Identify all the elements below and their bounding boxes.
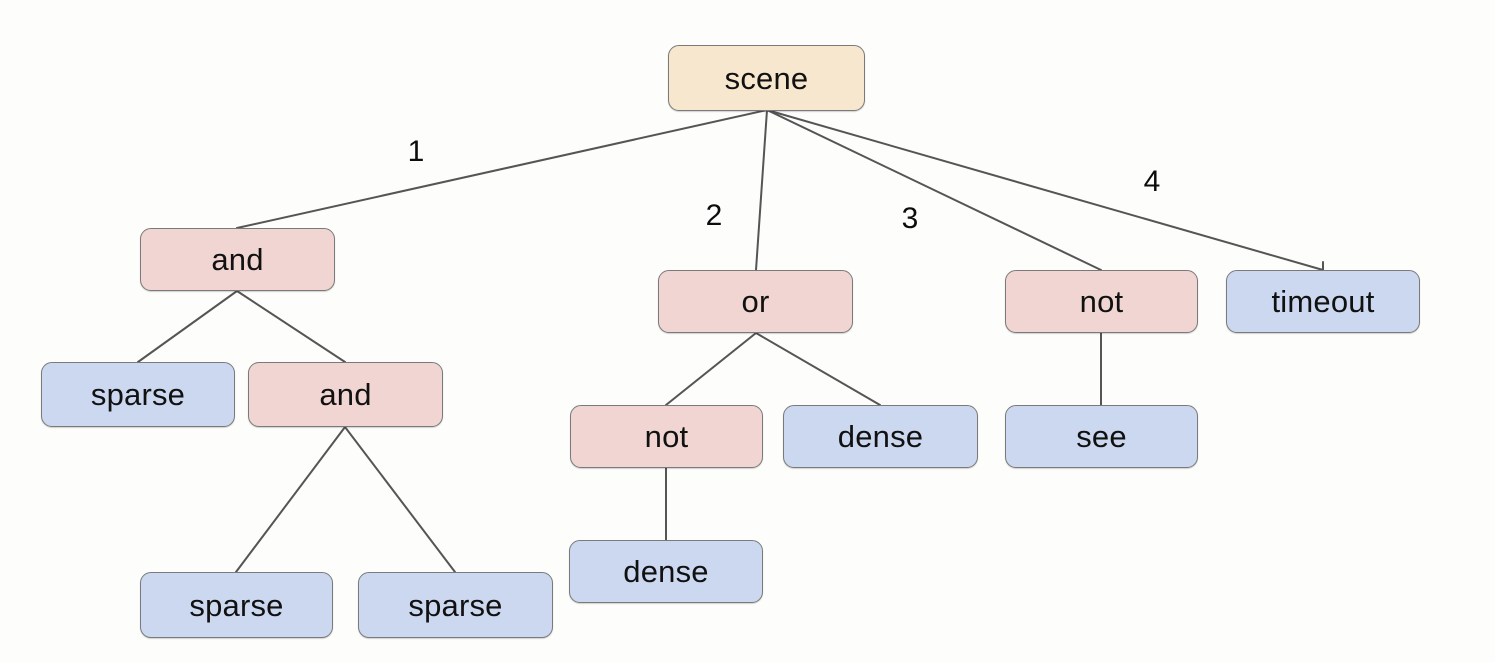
tree-node-not1[interactable]: not (1005, 270, 1198, 333)
tree-edge (137, 290, 238, 363)
tree-node-label: sparse (408, 587, 503, 623)
edge-label-4: 4 (1143, 165, 1161, 198)
tree-edge (235, 426, 346, 573)
tree-node-label: scene (724, 60, 809, 96)
tree-node-label: and (211, 242, 264, 277)
tree-node-label: not (1079, 284, 1124, 319)
tree-node-label: and (319, 377, 372, 412)
tree-node-and2[interactable]: and (248, 362, 443, 427)
edge-label-1: 1 (407, 135, 425, 168)
tree-node-dense1[interactable]: dense (783, 405, 978, 468)
tree-node-timeout1[interactable]: timeout (1226, 270, 1420, 333)
tree-node-sparse1[interactable]: sparse (41, 362, 235, 427)
edge-label-3: 3 (901, 202, 919, 235)
tree-edge (236, 109, 768, 229)
tree-node-see1[interactable]: see (1005, 405, 1198, 468)
tree-edge (344, 426, 456, 573)
tree-node-label: or (741, 284, 770, 319)
tree-node-label: dense (837, 419, 924, 454)
tree-edge (755, 332, 881, 406)
tree-edge (236, 290, 346, 363)
tree-node-and1[interactable]: and (140, 228, 335, 291)
tree-node-label: sparse (90, 377, 186, 412)
tree-node-not2[interactable]: not (570, 405, 763, 468)
tree-node-label: see (1076, 419, 1127, 454)
tree-node-label: timeout (1271, 284, 1375, 319)
tree-node-sparse3[interactable]: sparse (358, 572, 553, 638)
tree-node-scene[interactable]: scene (668, 45, 865, 111)
tree-node-sparse2[interactable]: sparse (140, 572, 333, 638)
edge-label-2: 2 (705, 199, 723, 232)
tree-edge (766, 109, 1324, 271)
tree-node-label: not (644, 419, 689, 454)
tree-edge (665, 332, 757, 406)
tree-node-label: dense (623, 554, 709, 589)
tree-node-label: sparse (189, 587, 284, 623)
tree-edge (766, 109, 1102, 271)
tree-edge (755, 109, 768, 271)
tree-node-or1[interactable]: or (658, 270, 853, 333)
tree-node-dense2[interactable]: dense (569, 540, 763, 603)
